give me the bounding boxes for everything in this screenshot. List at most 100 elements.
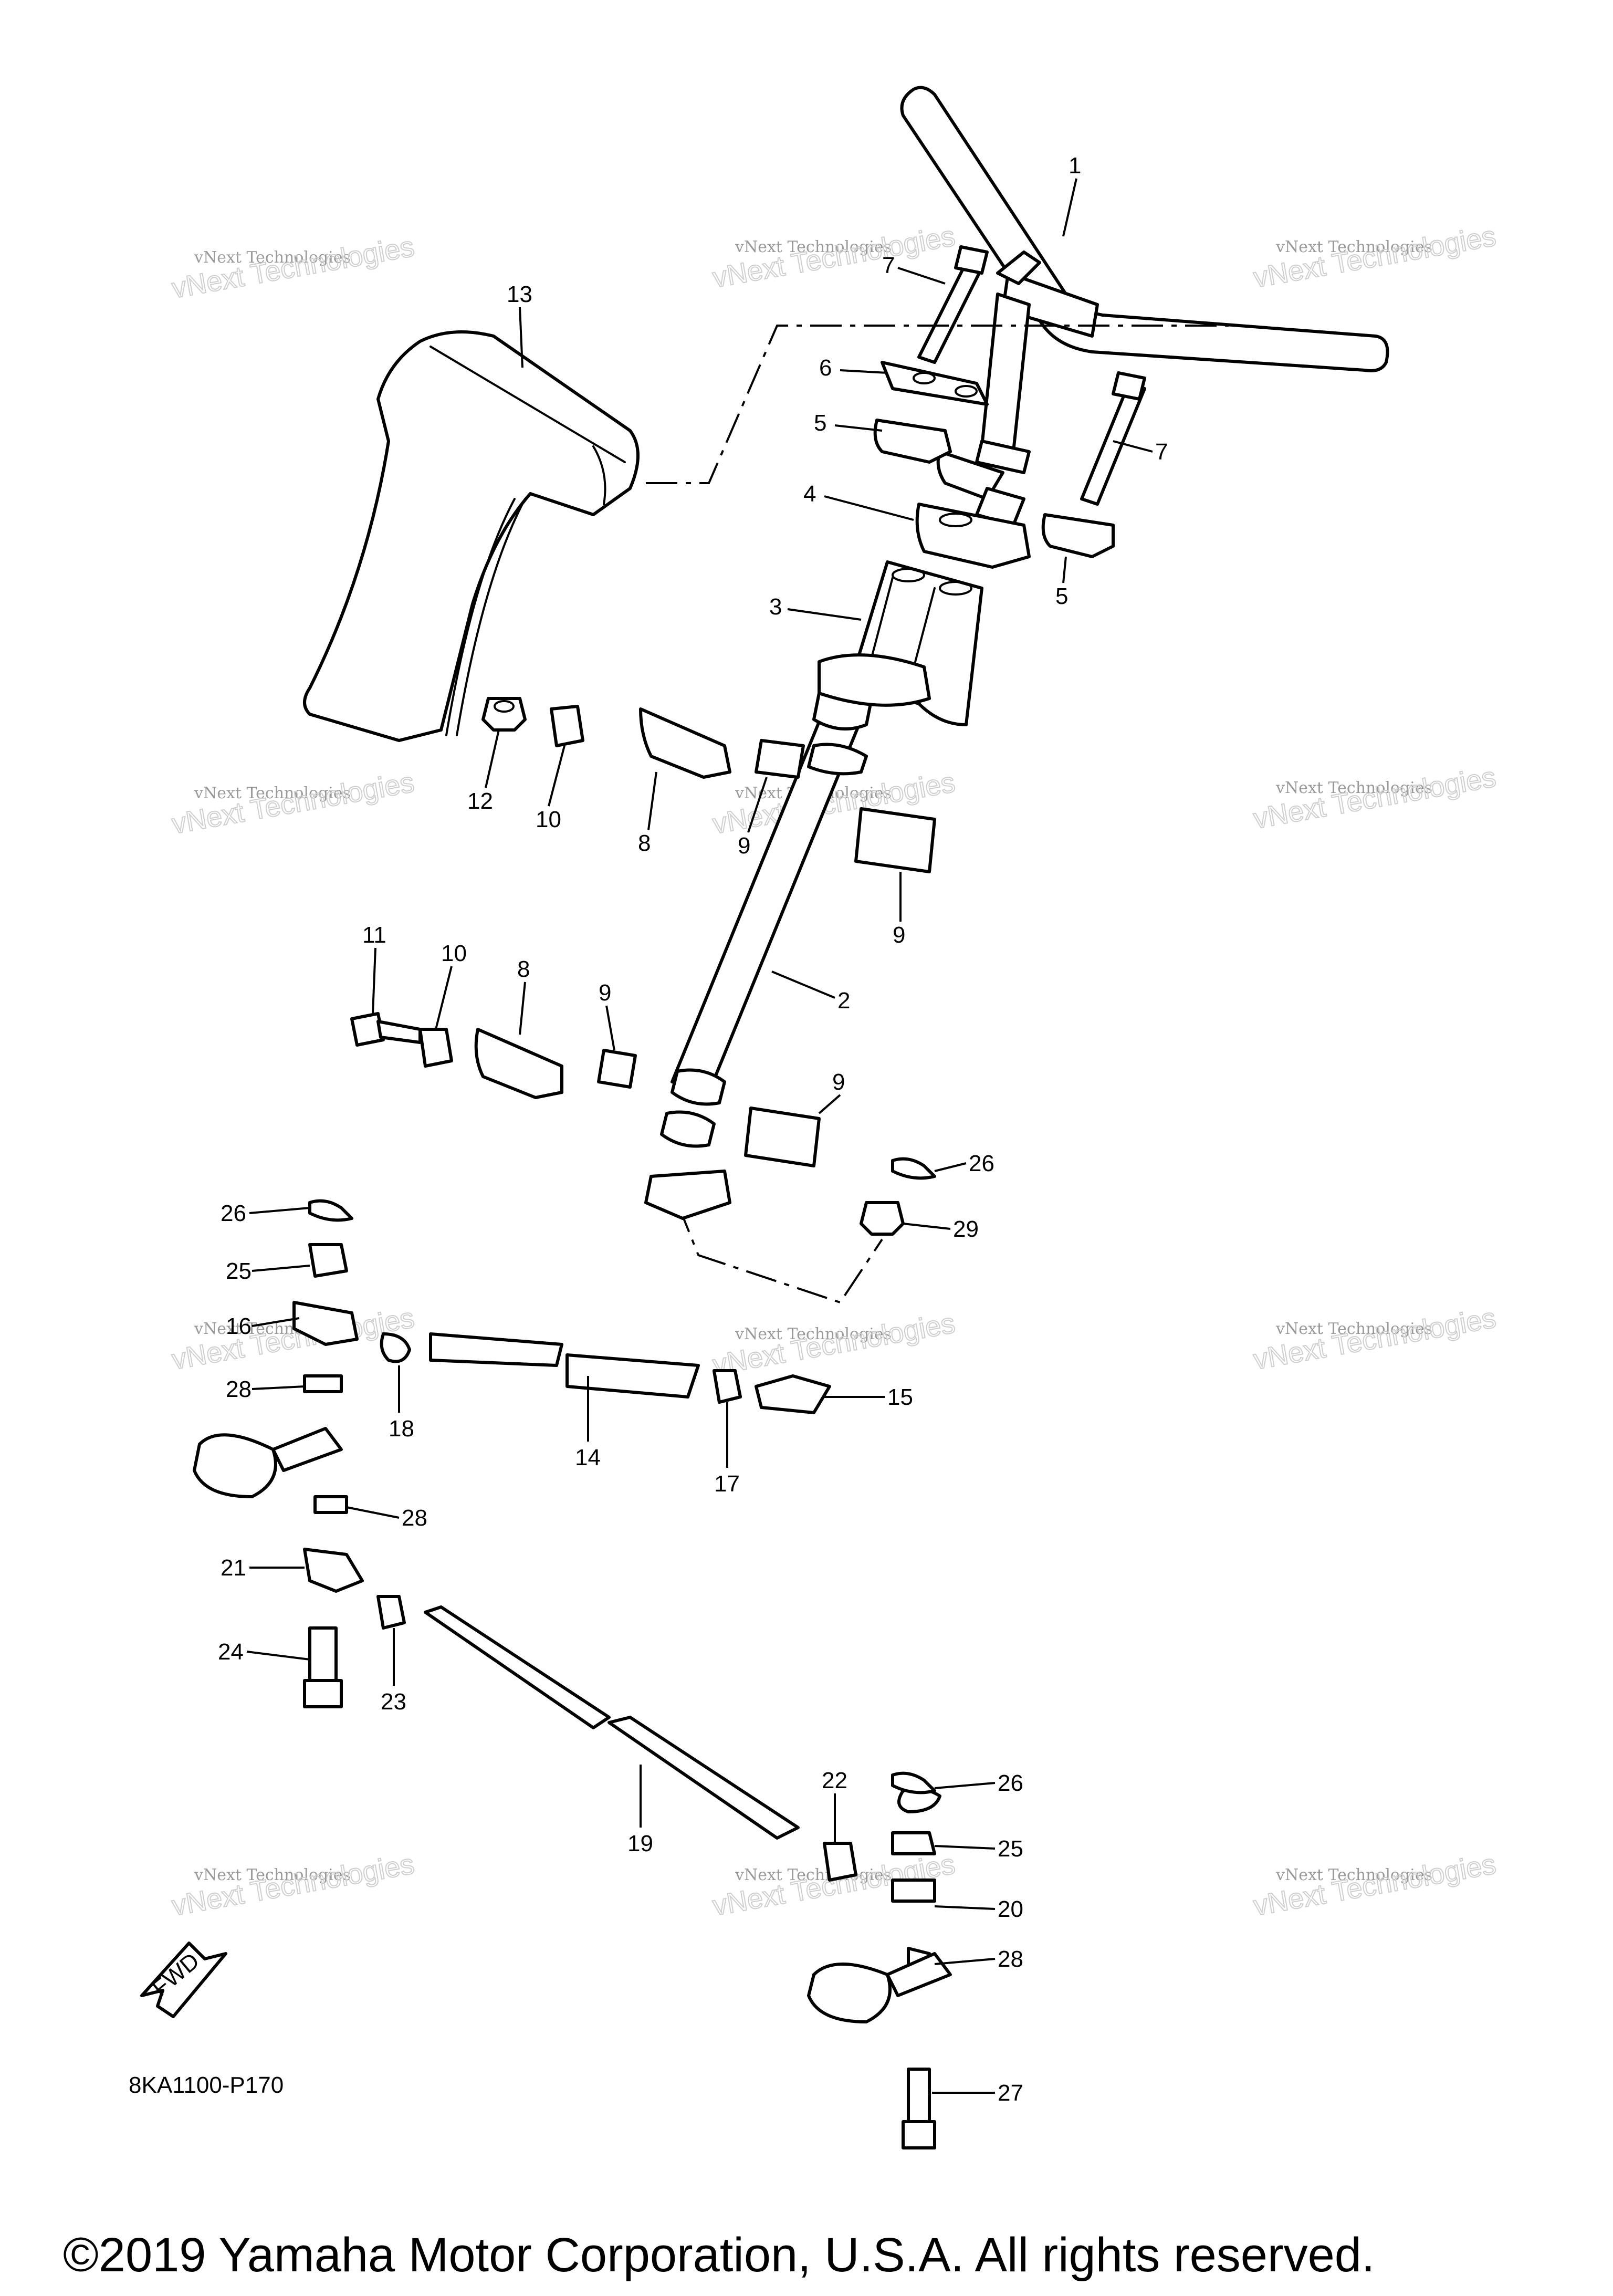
callout-number: 17 bbox=[714, 1471, 740, 1497]
plate-6 bbox=[881, 361, 989, 406]
callout-5-upper: 5 bbox=[814, 410, 883, 436]
watermark-text: vNext Technologies bbox=[1251, 1848, 1499, 1922]
nut-12 bbox=[481, 697, 527, 732]
callout-26-left: 26 bbox=[221, 1201, 310, 1226]
steering-shaft bbox=[644, 653, 931, 1220]
callout-22: 22 bbox=[822, 1768, 847, 1843]
nut-29 bbox=[860, 1201, 905, 1236]
callout-26-lower: 26 bbox=[934, 1770, 1023, 1796]
watermark: vNext Technologies vNext Technologies bbox=[1251, 1848, 1499, 1922]
callout-number: 5 bbox=[814, 410, 826, 436]
callout-10-lower: 10 bbox=[435, 941, 467, 1030]
callout-number: 23 bbox=[381, 1689, 406, 1715]
callout-number: 24 bbox=[218, 1639, 244, 1665]
holder-4 bbox=[915, 503, 1031, 569]
callout-number: 9 bbox=[893, 922, 905, 948]
callout-number: 15 bbox=[887, 1384, 913, 1410]
callout-number: 2 bbox=[837, 988, 850, 1014]
pin-26-right bbox=[891, 1157, 936, 1180]
callout-20: 20 bbox=[934, 1896, 1023, 1922]
callouts: 1 2 3 4 5 5 6 7 7 8 8 9 9 9 9 10 10 11 1… bbox=[218, 153, 1168, 2106]
bolt-7-right bbox=[1080, 371, 1146, 506]
clamp-8-lower bbox=[474, 1028, 563, 1099]
fwd-arrow-icon: FWD bbox=[140, 1942, 227, 2018]
callout-number: 13 bbox=[507, 281, 532, 307]
watermark-text: vNext Technologies bbox=[735, 1325, 892, 1343]
guide-lines bbox=[646, 325, 1229, 1304]
pin-26-lower bbox=[891, 1771, 936, 1794]
watermark-text: vNext Technologies bbox=[170, 766, 417, 840]
callout-number: 10 bbox=[441, 941, 467, 966]
callout-number: 5 bbox=[1055, 583, 1068, 609]
watermark-text: vNext Technologies bbox=[170, 1848, 417, 1922]
watermark: vNext Technologies vNext Technologies bbox=[1251, 1301, 1499, 1376]
handlebar-stem bbox=[936, 293, 1031, 527]
watermark: vNext Technologies vNext Technologies bbox=[1251, 220, 1499, 294]
callout-25-upper: 25 bbox=[226, 1258, 310, 1284]
watermark: vNext Technologies vNext Technologies bbox=[169, 230, 417, 305]
callout-number: 7 bbox=[882, 253, 895, 278]
callout-8-upper: 8 bbox=[638, 771, 657, 856]
handlebar bbox=[900, 86, 1389, 372]
callout-number: 25 bbox=[998, 1836, 1023, 1862]
copyright: ©2019 Yamaha Motor Corporation, U.S.A. A… bbox=[63, 2228, 1375, 2282]
callout-number: 26 bbox=[998, 1770, 1023, 1796]
callout-21: 21 bbox=[221, 1555, 305, 1581]
callout-number: 10 bbox=[536, 807, 561, 832]
callout-27: 27 bbox=[932, 2080, 1023, 2106]
callout-number: 3 bbox=[769, 594, 782, 620]
callout-9-a: 9 bbox=[738, 777, 768, 859]
cover-13 bbox=[303, 330, 640, 742]
tie-rod-lower bbox=[303, 1548, 952, 2149]
watermark-text: vNext Technologies bbox=[194, 248, 351, 267]
callout-17: 17 bbox=[714, 1402, 740, 1497]
callout-19: 19 bbox=[627, 1765, 653, 1856]
callout-number: 29 bbox=[953, 1216, 979, 1242]
callout-18: 18 bbox=[389, 1365, 414, 1442]
callout-10-upper: 10 bbox=[536, 745, 565, 832]
callout-3: 3 bbox=[769, 594, 862, 621]
callout-24: 24 bbox=[218, 1639, 310, 1665]
collar-9-c bbox=[597, 1049, 637, 1089]
callout-number: 12 bbox=[467, 788, 493, 814]
callout-number: 14 bbox=[575, 1445, 601, 1470]
callout-12: 12 bbox=[467, 729, 500, 814]
callout-28-upper: 28 bbox=[226, 1376, 305, 1402]
collar-9-a bbox=[755, 739, 805, 779]
clip-10-lower bbox=[418, 1028, 453, 1068]
watermark: vNext Technologies vNext Technologies bbox=[710, 1307, 958, 1381]
callout-number: 28 bbox=[998, 1946, 1023, 1972]
callout-15: 15 bbox=[824, 1384, 913, 1410]
collar-9-b bbox=[854, 807, 936, 873]
holder-5-upper bbox=[873, 419, 952, 464]
watermark: vNext Technologies vNext Technologies bbox=[169, 1848, 417, 1922]
watermark: vNext Technologies vNext Technologies bbox=[710, 220, 958, 294]
callout-16: 16 bbox=[226, 1313, 300, 1339]
callout-1: 1 bbox=[1062, 153, 1081, 237]
clamp-8-upper bbox=[639, 707, 731, 779]
callout-8-lower: 8 bbox=[517, 956, 530, 1035]
watermark-text: vNext Technologies bbox=[194, 784, 351, 802]
watermark-text: vNext Technologies bbox=[735, 238, 892, 256]
bolt-11 bbox=[350, 1012, 422, 1047]
watermark-text: vNext Technologies bbox=[1275, 1866, 1432, 1884]
callout-28-lower: 28 bbox=[934, 1946, 1023, 1972]
watermark-text: vNext Technologies bbox=[1275, 779, 1432, 797]
callout-number: 6 bbox=[819, 355, 832, 381]
nut-17 bbox=[713, 1369, 742, 1404]
watermark: vNext Technologies vNext Technologies bbox=[1251, 760, 1499, 835]
callout-number: 4 bbox=[803, 481, 816, 507]
callout-number: 28 bbox=[402, 1505, 427, 1531]
callout-number: 20 bbox=[998, 1896, 1023, 1922]
callout-28-middle: 28 bbox=[346, 1505, 427, 1531]
callout-9-c: 9 bbox=[599, 980, 615, 1051]
watermark-text: vNext Technologies bbox=[1275, 238, 1432, 256]
callout-number: 9 bbox=[599, 980, 611, 1006]
callout-5-lower: 5 bbox=[1055, 556, 1068, 609]
watermark-text: vNext Technologies bbox=[1275, 1320, 1432, 1338]
callout-11: 11 bbox=[362, 922, 386, 1014]
callout-26-right: 26 bbox=[934, 1151, 994, 1176]
collar-9-d bbox=[744, 1107, 821, 1167]
callout-4: 4 bbox=[803, 481, 914, 521]
